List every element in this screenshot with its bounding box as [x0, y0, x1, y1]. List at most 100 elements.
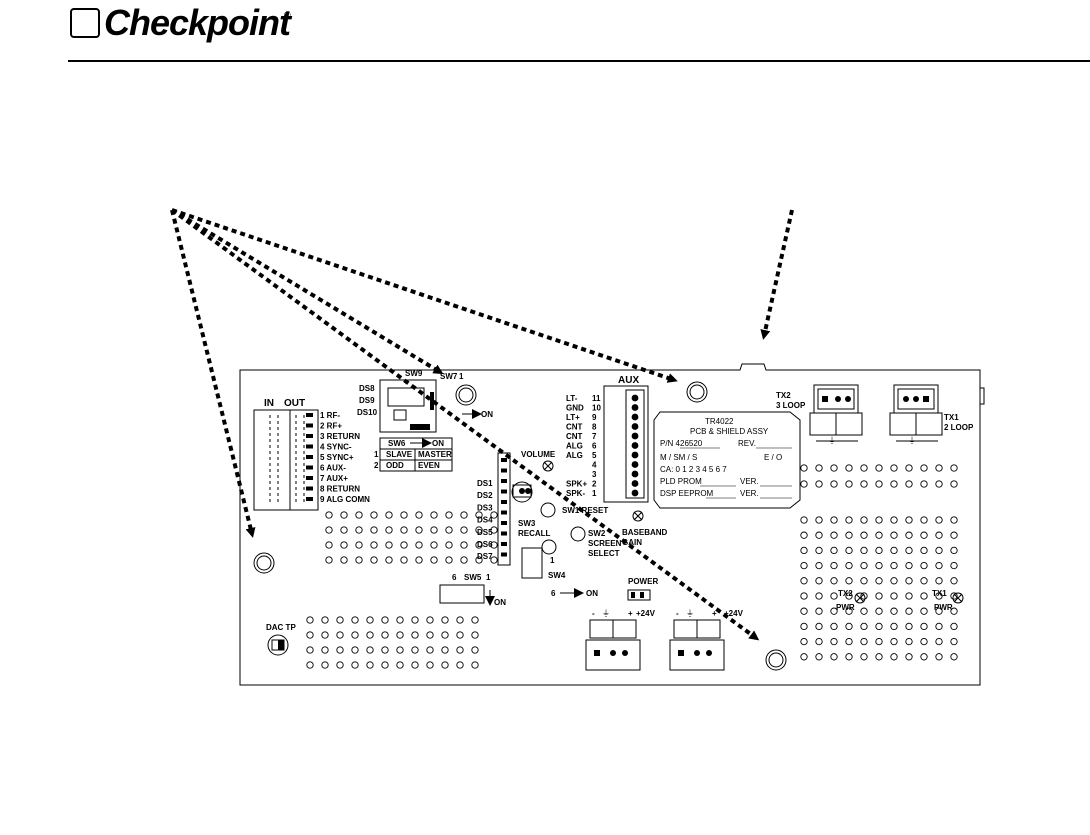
aux-pin-number: 6 [592, 442, 597, 451]
led-label: DS3 [477, 503, 493, 512]
baseband-label: BASEBAND [622, 528, 668, 537]
tx2-pwr-label: TX2 [838, 589, 853, 598]
terminal-label: 4 SYNC- [320, 443, 352, 452]
sw3-sub: RECALL [518, 529, 551, 538]
sw4-pin6: 6 [551, 589, 556, 598]
pwr1-voltage: +24V [636, 609, 656, 618]
sw4-pin1: 1 [550, 556, 555, 565]
dot-grid-bottom [306, 616, 479, 669]
tx1-pwr-label: TX1 [932, 589, 947, 598]
dac-tp-label: DAC TP [266, 623, 296, 632]
volume-label: VOLUME [521, 450, 556, 459]
aux-pin-number: 2 [592, 480, 597, 489]
terminal-label: 1 RF- [320, 411, 340, 420]
sw7-pin1: 1 [459, 372, 464, 381]
aux-pin-number: 7 [592, 432, 597, 441]
led-label: DS1 [477, 479, 493, 488]
aux-pin-number: 9 [592, 413, 597, 422]
led-column [497, 452, 511, 566]
terminal-label: 7 AUX+ [320, 474, 348, 483]
power-header: POWER [627, 577, 658, 601]
arrow-to-sw9 [170, 208, 444, 375]
dot-grid-right-bottom [800, 516, 958, 661]
pointer-arrows [170, 208, 794, 641]
mounting-hole [686, 381, 708, 403]
aux-pin-number: 11 [592, 394, 601, 403]
sw9-sw7-module: SW9 SW7 1 DS8 DS9 DS10 ON [357, 369, 493, 433]
led-label: DS4 [477, 516, 493, 525]
sw2-screen-select-button: SW2 SCREEN SELECT [570, 526, 622, 558]
aux-pin-number: 4 [592, 461, 597, 470]
sw6-row1-a: SLAVE [386, 450, 413, 459]
baseband-gain-potentiometer: BASEBAND GAIN [622, 510, 668, 547]
sw2-label: SW2 [588, 529, 606, 538]
pwr2-minus: - [676, 609, 679, 618]
gain-label: GAIN [622, 538, 642, 547]
plate-ver2: VER. [740, 489, 759, 498]
sw3-recall-button: SW3 RECALL [518, 519, 557, 555]
tx2-conn-label: TX2 [776, 391, 791, 400]
aux-pin-name: LT+ [566, 413, 580, 422]
tx2-conn-sub: 3 LOOP [776, 401, 806, 410]
tx1-pwr-sub: PWR [934, 603, 953, 612]
sw5-pin6: 6 [452, 573, 457, 582]
pwr2-ground-symbol: ⏚ [686, 609, 694, 618]
power-connector-left: - ⏚ + +24V [585, 609, 656, 671]
aux-pin-number: 8 [592, 423, 597, 432]
terminal-label: 9 ALG COMN [320, 495, 370, 504]
dot-grid-right-top [800, 464, 958, 488]
in-out-jumper-block: IN OUT [253, 398, 319, 511]
led-label: DS6 [477, 540, 493, 549]
dac-test-point: DAC TP [266, 623, 296, 656]
terminal-label: 6 AUX- [320, 464, 346, 473]
plate-model: TR4022 [705, 417, 734, 426]
sw5-on: ON [494, 598, 506, 607]
terminal-label: 3 RETURN [320, 432, 360, 441]
volume-potentiometer: VOLUME [521, 450, 556, 472]
sw6-row2-num: 2 [374, 461, 379, 470]
power-connector-right: - ⏚ + +24V [669, 609, 744, 671]
aux-pin-name: SPK+ [566, 480, 587, 489]
checkpoint-logo-icon [70, 8, 100, 38]
sw5-label: SW5 [464, 573, 482, 582]
brand-logo: Checkpoint [104, 2, 291, 43]
aux-title: AUX [618, 375, 639, 386]
terminal-label: 8 RETURN [320, 485, 360, 494]
sw3-label: SW3 [518, 519, 536, 528]
tx1-ground-symbol: ⏚ [908, 436, 916, 445]
aux-pin-name: CNT [566, 432, 583, 441]
tx2-pwr-led: TX2 PWR [836, 589, 866, 612]
sw1-reset-button: SW1 RESET [540, 502, 608, 518]
led-label: DS7 [477, 552, 493, 561]
tx2-pwr-sub: PWR [836, 603, 855, 612]
sw6-row1-num: 1 [374, 450, 379, 459]
sw5-pin1: 1 [486, 573, 491, 582]
pwr1-ground-symbol: ⏚ [602, 609, 610, 618]
sw2-sub1: SCREEN [588, 539, 622, 548]
aux-pin-name: CNT [566, 423, 583, 432]
arrow-to-board-notch [760, 209, 794, 340]
plate-ca: CA: 0 1 2 3 4 5 6 7 [660, 465, 727, 474]
led-ds9: DS9 [359, 396, 375, 405]
sw7-label: SW7 [440, 372, 458, 381]
arrow-to-left-hole [170, 209, 256, 538]
plate-msm: M / SM / S [660, 453, 697, 462]
arrow-to-bottom-hole [170, 208, 760, 641]
aux-pin-number: 10 [592, 404, 601, 413]
power-label: POWER [628, 577, 658, 586]
aux-pin-name: ALG [566, 451, 583, 460]
header-rule [68, 60, 1090, 62]
led-label: DS5 [477, 528, 493, 537]
aux-pin-name: GND [566, 404, 584, 413]
aux-pin-number: 5 [592, 451, 597, 460]
plate-rev: REV. [738, 439, 756, 448]
plate-eo: E / O [764, 453, 782, 462]
led-label: DS2 [477, 491, 493, 500]
mounting-hole [455, 384, 477, 406]
plate-dsp: DSP EEPROM [660, 489, 714, 498]
tx1-conn-sub: 2 LOOP [944, 423, 974, 432]
plate-ver1: VER. [740, 477, 759, 486]
